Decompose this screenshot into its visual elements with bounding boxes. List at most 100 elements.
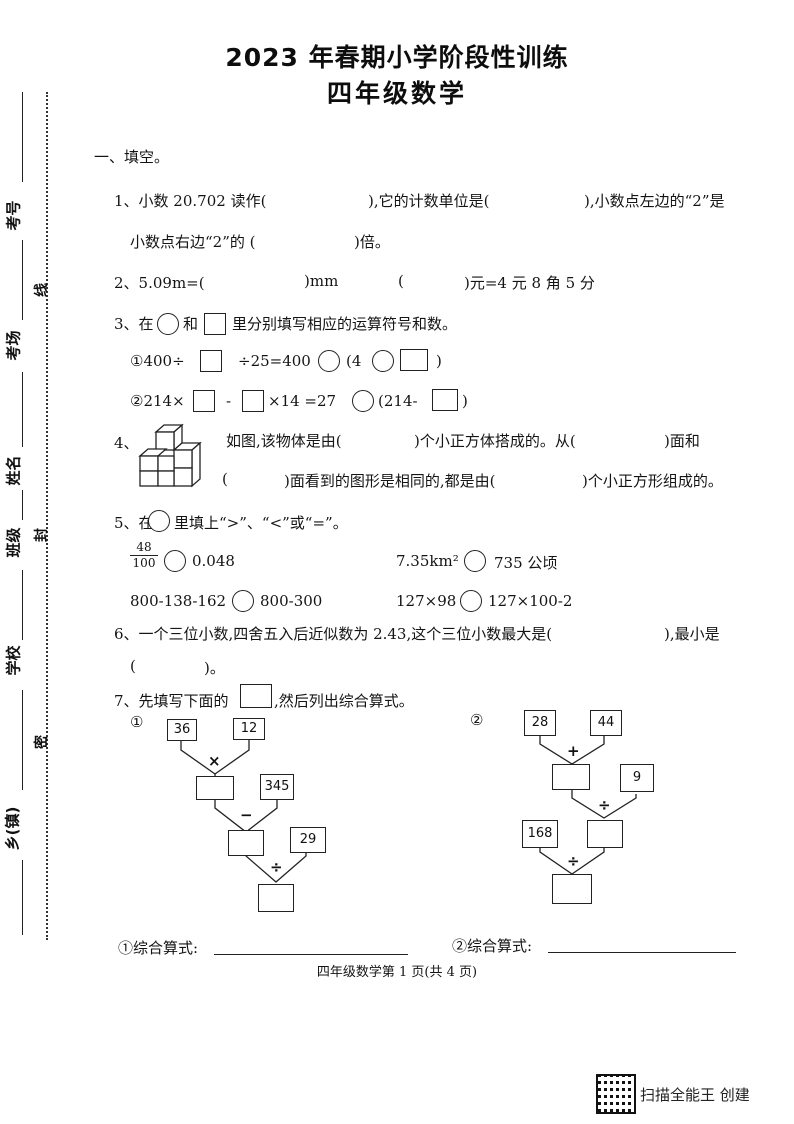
q4-l1-a: 如图,该物体是由( [226, 432, 342, 450]
q5-b-right: 735 公顷 [494, 554, 558, 572]
label-xingming: 姓名 [4, 455, 23, 486]
q5-a-circle[interactable] [164, 550, 186, 572]
q5-intro-circle [148, 510, 170, 532]
q7-intro-box [240, 684, 272, 708]
q5-intro-a: 5、在 [114, 514, 154, 532]
diagram1-box-a: 36 [167, 719, 197, 741]
diagram2-result3[interactable] [552, 874, 592, 904]
diagram1-box-d: 29 [290, 827, 326, 853]
q1-line2a: 小数点右边“2”的 ( [130, 233, 256, 251]
q5-d-right: 127×100-2 [488, 592, 573, 610]
q6-line2a: ( [130, 657, 136, 675]
q3-l2-box2[interactable] [242, 390, 264, 412]
q4-l1-c: )面和 [664, 432, 700, 450]
q3-l2-box3[interactable] [432, 389, 458, 411]
label-banji: 班级 [4, 527, 23, 558]
q4-l2-b: )面看到的图形是相同的,都是由( [284, 472, 496, 490]
q1-part2: ),它的计数单位是( [368, 192, 490, 210]
diagram2-result1[interactable] [552, 764, 590, 790]
q6-line2b: )。 [204, 659, 225, 677]
blank-line-banji [22, 570, 23, 640]
q3-l1-c: (4 [346, 352, 362, 370]
q4-l2-c: )个小正方形组成的。 [582, 472, 723, 490]
fraction-denominator: 100 [132, 556, 156, 570]
answer2-line[interactable] [548, 938, 736, 953]
seal-word-mi: 密 [34, 735, 50, 749]
q5-d-left: 127×98 [396, 592, 457, 610]
diagram1-result2[interactable] [228, 830, 264, 856]
q2-part3: ( [398, 272, 404, 290]
diagram2-label: ② [470, 711, 484, 729]
q3-l1-circle2[interactable] [372, 350, 394, 372]
diagram1-result3[interactable] [258, 884, 294, 912]
qr-code-icon [596, 1074, 636, 1114]
diagram2-op3: ÷ [567, 852, 580, 870]
q6-line1a: 6、一个三位小数,四舍五入后近似数为 2.43,这个三位小数最大是( [114, 625, 553, 643]
q2-part4: )元=4 元 8 角 5 分 [464, 274, 595, 292]
q5-fraction: 48 100 [130, 540, 158, 571]
fraction-numerator: 48 [130, 540, 158, 556]
q3-l2-circle[interactable] [352, 390, 374, 412]
diagram2-result2[interactable] [587, 820, 623, 848]
q5-c-circle[interactable] [232, 590, 254, 612]
q7-intro-b: ,然后列出综合算式。 [274, 692, 414, 710]
page-footer: 四年级数学第 1 页(共 4 页) [316, 965, 478, 980]
q4-l1-b: )个小正方体搭成的。从( [414, 432, 576, 450]
q3-l1-circle[interactable] [318, 350, 340, 372]
seal-dotted-line [46, 92, 48, 940]
q1-part3: ),小数点左边的“2”是 [584, 192, 725, 210]
diagram1-op2: − [240, 806, 253, 824]
seal-word-xian: 线 [34, 283, 50, 297]
q3-l2-e: ) [462, 392, 468, 410]
q2-part1: 2、5.09m=( [114, 274, 205, 292]
diagram2-box-b: 44 [590, 710, 622, 736]
q3-l1-box2[interactable] [400, 349, 428, 371]
diagram2-box-d: 168 [522, 820, 558, 848]
q3-l1-d: ) [436, 352, 442, 370]
label-xuexiao: 学校 [4, 645, 23, 676]
blank-line-xiangzhen [22, 860, 23, 935]
circle-symbol [157, 313, 179, 335]
blank-line-kaochang [22, 240, 23, 320]
square-symbol [204, 313, 226, 335]
q5-c-right: 800-300 [260, 592, 323, 610]
diagram1-box-b: 12 [233, 718, 265, 740]
q5-d-circle[interactable] [460, 590, 482, 612]
q3-l2-d: (214- [378, 392, 418, 410]
diagram1-box-c: 345 [260, 774, 294, 800]
diagram1-result1[interactable] [196, 776, 234, 800]
q3-l1-box1[interactable] [200, 350, 222, 372]
exam-subtitle: 四年级数学 [326, 79, 467, 108]
q5-intro-b: 里填上“>”、“<”或“=”。 [174, 514, 348, 532]
q4-num: 4、 [114, 434, 139, 452]
q3-l2-c: ×14 =27 [268, 392, 337, 410]
q3-l2-b: - [226, 392, 232, 410]
answer1-line[interactable] [214, 940, 408, 955]
q6-line1b: ),最小是 [664, 625, 720, 643]
diagram1-op1: × [208, 752, 221, 770]
q4-l2-a: ( [222, 470, 228, 488]
blank-line-banji-top [22, 490, 23, 520]
q3-intro-c: 里分别填写相应的运算符号和数。 [232, 315, 458, 333]
q3-l2-a: ②214× [130, 392, 185, 410]
q3-intro-a: 3、在 [114, 315, 154, 333]
label-kaohao: 考号 [4, 200, 23, 231]
q2-part2: )mm [304, 272, 339, 290]
q1-line2b: )倍。 [354, 233, 390, 251]
answer1-label: ①综合算式: [118, 939, 199, 957]
section-heading: 一、填空。 [94, 148, 170, 166]
q5-c-left: 800-138-162 [130, 592, 227, 610]
q3-intro-b: 和 [183, 315, 199, 333]
q3-l2-box1[interactable] [193, 390, 215, 412]
diagram2-box-a: 28 [524, 710, 556, 736]
q1-part1: 1、小数 20.702 读作( [114, 192, 267, 210]
label-kaochang: 考场 [4, 330, 23, 361]
blank-line-kaohao [22, 92, 23, 182]
blank-line-xingming [22, 372, 23, 447]
diagram1-op3: ÷ [270, 858, 283, 876]
cube-figure [138, 423, 202, 488]
diagram1-label: ① [130, 713, 144, 731]
answer2-label: ②综合算式: [452, 937, 533, 955]
q5-b-circle[interactable] [464, 550, 486, 572]
exam-title: 2023 年春期小学阶段性训练 [225, 43, 569, 72]
